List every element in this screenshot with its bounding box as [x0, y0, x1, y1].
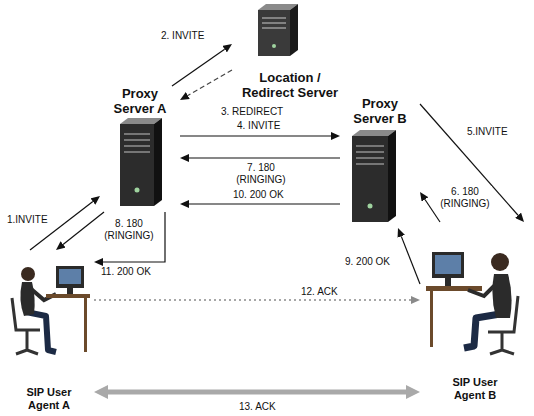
server-node: Proxy Server A: [100, 86, 180, 212]
desk: [46, 294, 90, 298]
user-agent-node: SIP User Agent B: [420, 222, 530, 402]
message-label: 5.INVITE: [466, 126, 509, 138]
message-label: 2. INVITE: [160, 30, 205, 42]
server-slots: [356, 146, 384, 164]
message-arrow: [189, 157, 340, 158]
message-label: 10. 200 OK: [232, 189, 285, 201]
monitor: [56, 266, 84, 288]
node-label: SIP User Agent A: [13, 386, 85, 412]
server-led: [272, 44, 276, 48]
message-label: 9. 200 OK: [344, 256, 391, 268]
message-label: 4. INVITE: [236, 120, 281, 132]
server-front: [258, 10, 290, 56]
monitor-stand: [445, 278, 451, 286]
server-side: [290, 4, 298, 56]
server-led: [368, 204, 373, 209]
node-label: Proxy Server A: [102, 86, 178, 116]
server-icon: [258, 4, 298, 56]
arm: [468, 282, 498, 296]
monitor-screen: [435, 255, 461, 274]
message-arrow: [180, 135, 331, 136]
monitor-stand: [67, 288, 73, 294]
head: [491, 253, 509, 271]
node-label: Location / Redirect Server: [234, 70, 346, 100]
torso: [492, 274, 511, 318]
server-node: Proxy Server B: [340, 96, 420, 228]
head: [21, 267, 35, 281]
message-arrow: [94, 299, 411, 300]
server-icon: [352, 130, 396, 222]
desk-leg: [84, 298, 87, 352]
message-label: 12. ACK: [300, 286, 339, 298]
message-arrow: [172, 49, 225, 86]
server-front: [352, 136, 388, 222]
monitor: [432, 252, 464, 278]
monitor-screen: [59, 269, 81, 284]
message-arrow: [63, 212, 104, 244]
message-arrow: [108, 390, 406, 395]
node-label: SIP User Agent B: [439, 376, 511, 402]
message-label: 3. REDIRECT: [220, 106, 284, 118]
user-figure: [426, 252, 518, 354]
server-led: [135, 188, 140, 193]
server-side: [388, 130, 396, 222]
message-label: 11. 200 OK: [100, 266, 152, 278]
message-arrow: [189, 203, 340, 204]
server-front: [120, 124, 154, 206]
user-figure: [12, 266, 90, 354]
message-arrow: [401, 236, 420, 284]
message-label: 7. 180 (RINGING): [234, 162, 288, 186]
server-slots: [124, 134, 150, 152]
server-node: Location / Redirect Server: [232, 2, 348, 100]
legs: [26, 312, 56, 352]
message-label: 8. 180 (RINGING): [102, 218, 156, 242]
node-label: Proxy Server B: [342, 96, 418, 126]
legs: [464, 314, 500, 348]
message-arrow: [420, 104, 518, 215]
connectors: [30, 49, 518, 392]
message-arrow: [103, 212, 165, 262]
server-slots: [262, 18, 286, 28]
message-arrow: [188, 70, 232, 96]
message-label: 6. 180 (RINGING): [438, 186, 492, 210]
user-agent-node: SIP User Agent A: [4, 250, 94, 412]
server-icon: [120, 118, 162, 206]
message-label: 13. ACK: [238, 401, 277, 413]
message-label: 1.INVITE: [6, 214, 49, 226]
torso: [20, 282, 34, 316]
desk-leg: [430, 291, 433, 347]
server-side: [154, 118, 162, 206]
